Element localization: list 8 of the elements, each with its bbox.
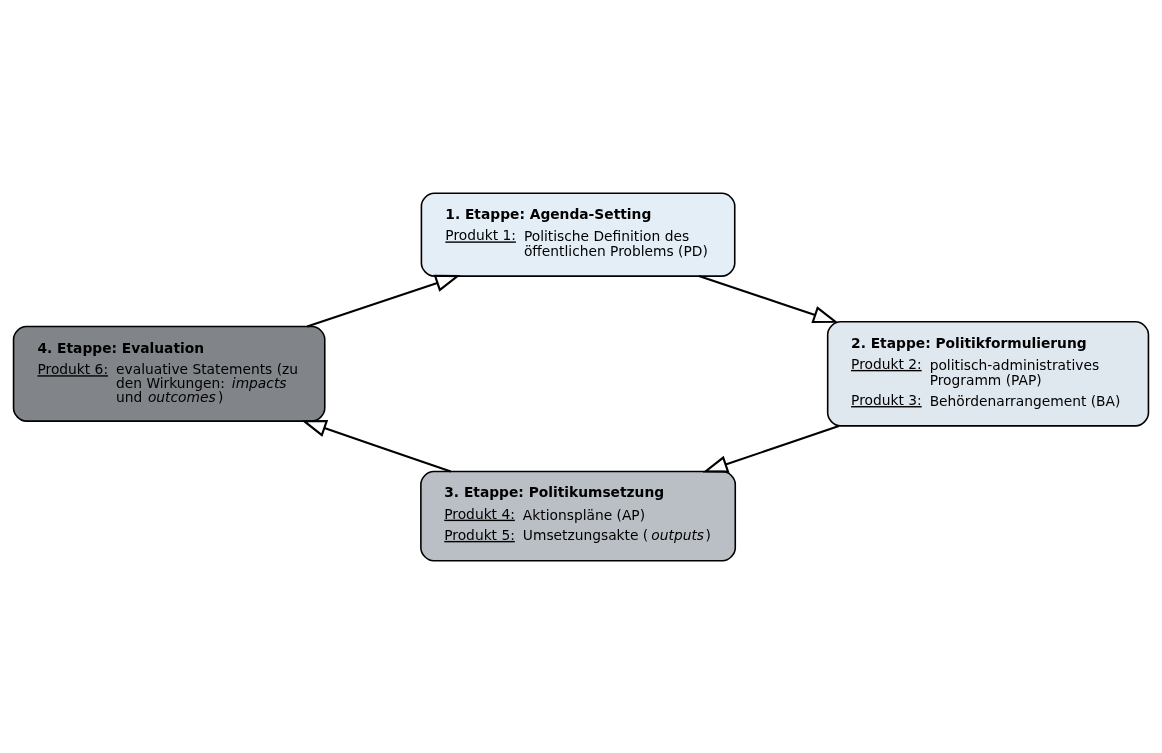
- arrow: [306, 274, 461, 328]
- arrow: [301, 419, 452, 472]
- arrow: [698, 274, 839, 323]
- node-box: 3. Etappe: Politikumsetzung Produkt 4: Aktionspläne (AP) Produkt 5: Umsetzungsakte (outputs): [420, 470, 737, 562]
- node-box: 4. Etappe: Evaluation Produkt 6: evaluative Statements (zu den Wirkungen: impacts und outcomes): [12, 325, 326, 422]
- arrow: [702, 424, 840, 473]
- node-box: 2. Etappe: Politikformulierung Produkt 2: politisch-administratives Programm (PAP) Produkt 3: Behördenarrangement (BA): [826, 320, 1150, 427]
- node-box: 1. Etappe: Agenda-Setting Produkt 1: Politische Definition des öffentlichen Problems (PD): [420, 191, 736, 277]
